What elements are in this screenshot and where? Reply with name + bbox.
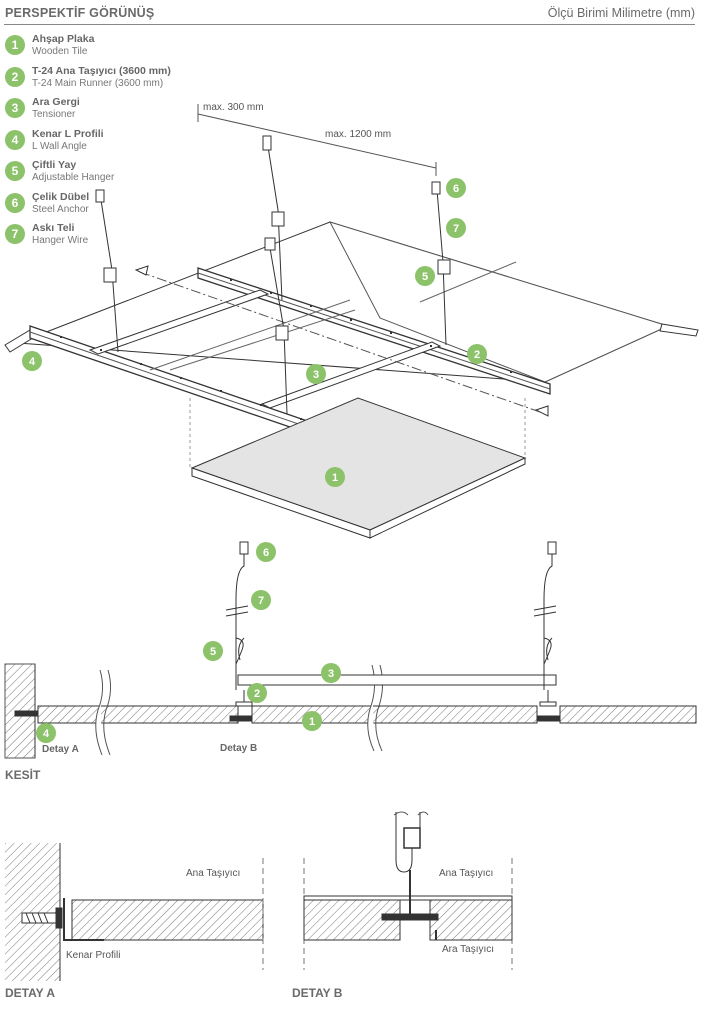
dim-max-300: max. 300 mm <box>203 102 264 113</box>
svg-text:2: 2 <box>254 688 260 700</box>
legend-badge: 2 <box>5 66 25 87</box>
legend-badge: 3 <box>5 98 25 118</box>
detail-b-ana-label: Ana Taşıyıcı <box>439 868 494 879</box>
svg-text:4: 4 <box>29 356 36 368</box>
detail-b-view <box>303 811 513 970</box>
badge-2-section: 2 <box>247 683 267 703</box>
detail-b-ara-label: Ara Taşıyıcı <box>442 944 495 955</box>
svg-text:4: 4 <box>43 728 50 740</box>
wall-angle-right <box>659 323 699 337</box>
unit-note: Ölçü Birimi Milimetre (mm) <box>547 6 695 20</box>
svg-text:6: 6 <box>263 547 269 559</box>
section-detay-b-ref: Detay B <box>220 743 258 754</box>
page-title: PERSPEKTİF GÖRÜNÜŞ <box>5 6 155 20</box>
badge-6-section: 6 <box>256 542 276 562</box>
svg-text:1: 1 <box>332 472 338 484</box>
legend-badge: 6 <box>5 192 25 213</box>
legend-en: Wooden Tile <box>32 46 88 57</box>
legend-badge: 5 <box>5 161 25 181</box>
section-view <box>4 541 697 759</box>
detail-a-kenar-label: Kenar Profili <box>66 950 121 961</box>
detail-b-tile-right <box>429 899 513 941</box>
svg-text:3: 3 <box>313 369 319 381</box>
badge-1-perspective: 1 <box>325 467 345 487</box>
badges: 4 2 3 1 6 7 5 6 7 5 3 2 1 4 <box>22 178 487 743</box>
dim-max-1200: max. 1200 mm <box>325 129 392 140</box>
legend-en: Hanger Wire <box>32 235 89 246</box>
svg-text:5: 5 <box>210 646 216 658</box>
badge-4-section: 4 <box>36 723 56 743</box>
section-tile-right <box>559 705 697 724</box>
header-rule <box>4 24 695 25</box>
detail-a-wall <box>5 843 60 981</box>
section-tile-left <box>37 705 239 724</box>
section-tile-mid <box>251 705 538 724</box>
badge-1-section: 1 <box>302 711 322 731</box>
badge-6-perspective: 6 <box>446 178 466 198</box>
badge-3-perspective: 3 <box>306 364 326 384</box>
badge-7-section: 7 <box>251 590 271 610</box>
legend-en: Steel Anchor <box>32 203 89 215</box>
legend-tr: Ara Gergi <box>32 96 80 108</box>
detail-a-view <box>5 843 264 981</box>
legend-en: Tensioner <box>32 109 76 120</box>
legend-en: Adjustable Hanger <box>32 172 115 183</box>
cross-tee-1 <box>88 289 270 355</box>
svg-text:6: 6 <box>453 183 459 195</box>
legend-tr: T-24 Ana Taşıyıcı (3600 mm) <box>32 64 171 77</box>
svg-text:7: 7 <box>258 595 264 607</box>
svg-text:1: 1 <box>309 716 315 728</box>
legend-tr: Kenar L Profili <box>32 127 104 140</box>
detail-b-title: DETAY B <box>292 986 343 1000</box>
legend-en: T-24 Main Runner (3600 mm) <box>32 77 164 89</box>
section-tensioner <box>237 674 557 686</box>
legend-tr: Çiftli Yay <box>32 159 77 171</box>
section-detay-a-ref: Detay A <box>42 744 79 755</box>
legend-badge: 7 <box>5 224 25 244</box>
badge-5-section: 5 <box>203 641 223 661</box>
svg-text:3: 3 <box>328 668 334 680</box>
svg-text:2: 2 <box>474 349 480 361</box>
legend-tr: Çelik Dübel <box>32 190 90 203</box>
legend-badge: 1 <box>5 35 25 55</box>
cross-tee-2 <box>260 341 442 409</box>
detail-a-tile <box>71 899 264 941</box>
badge-7-perspective: 7 <box>446 218 466 238</box>
svg-text:5: 5 <box>422 271 428 283</box>
svg-text:7: 7 <box>453 223 459 235</box>
legend-tr: Ahşap Plaka <box>32 33 95 45</box>
detail-a-ana-label: Ana Taşıyıcı <box>186 868 241 879</box>
detail-a-title: DETAY A <box>5 986 56 1000</box>
section-title: KESİT <box>5 768 41 782</box>
badge-3-section: 3 <box>321 663 341 683</box>
legend-en: L Wall Angle <box>32 140 87 152</box>
badge-4-perspective: 4 <box>22 351 42 371</box>
badge-2-perspective: 2 <box>467 344 487 364</box>
badge-5-perspective: 5 <box>415 266 435 286</box>
perspective-view <box>4 104 699 539</box>
legend-badge: 4 <box>5 129 25 150</box>
legend-tr: Askı Teli <box>32 222 75 234</box>
wooden-tile <box>190 397 527 531</box>
